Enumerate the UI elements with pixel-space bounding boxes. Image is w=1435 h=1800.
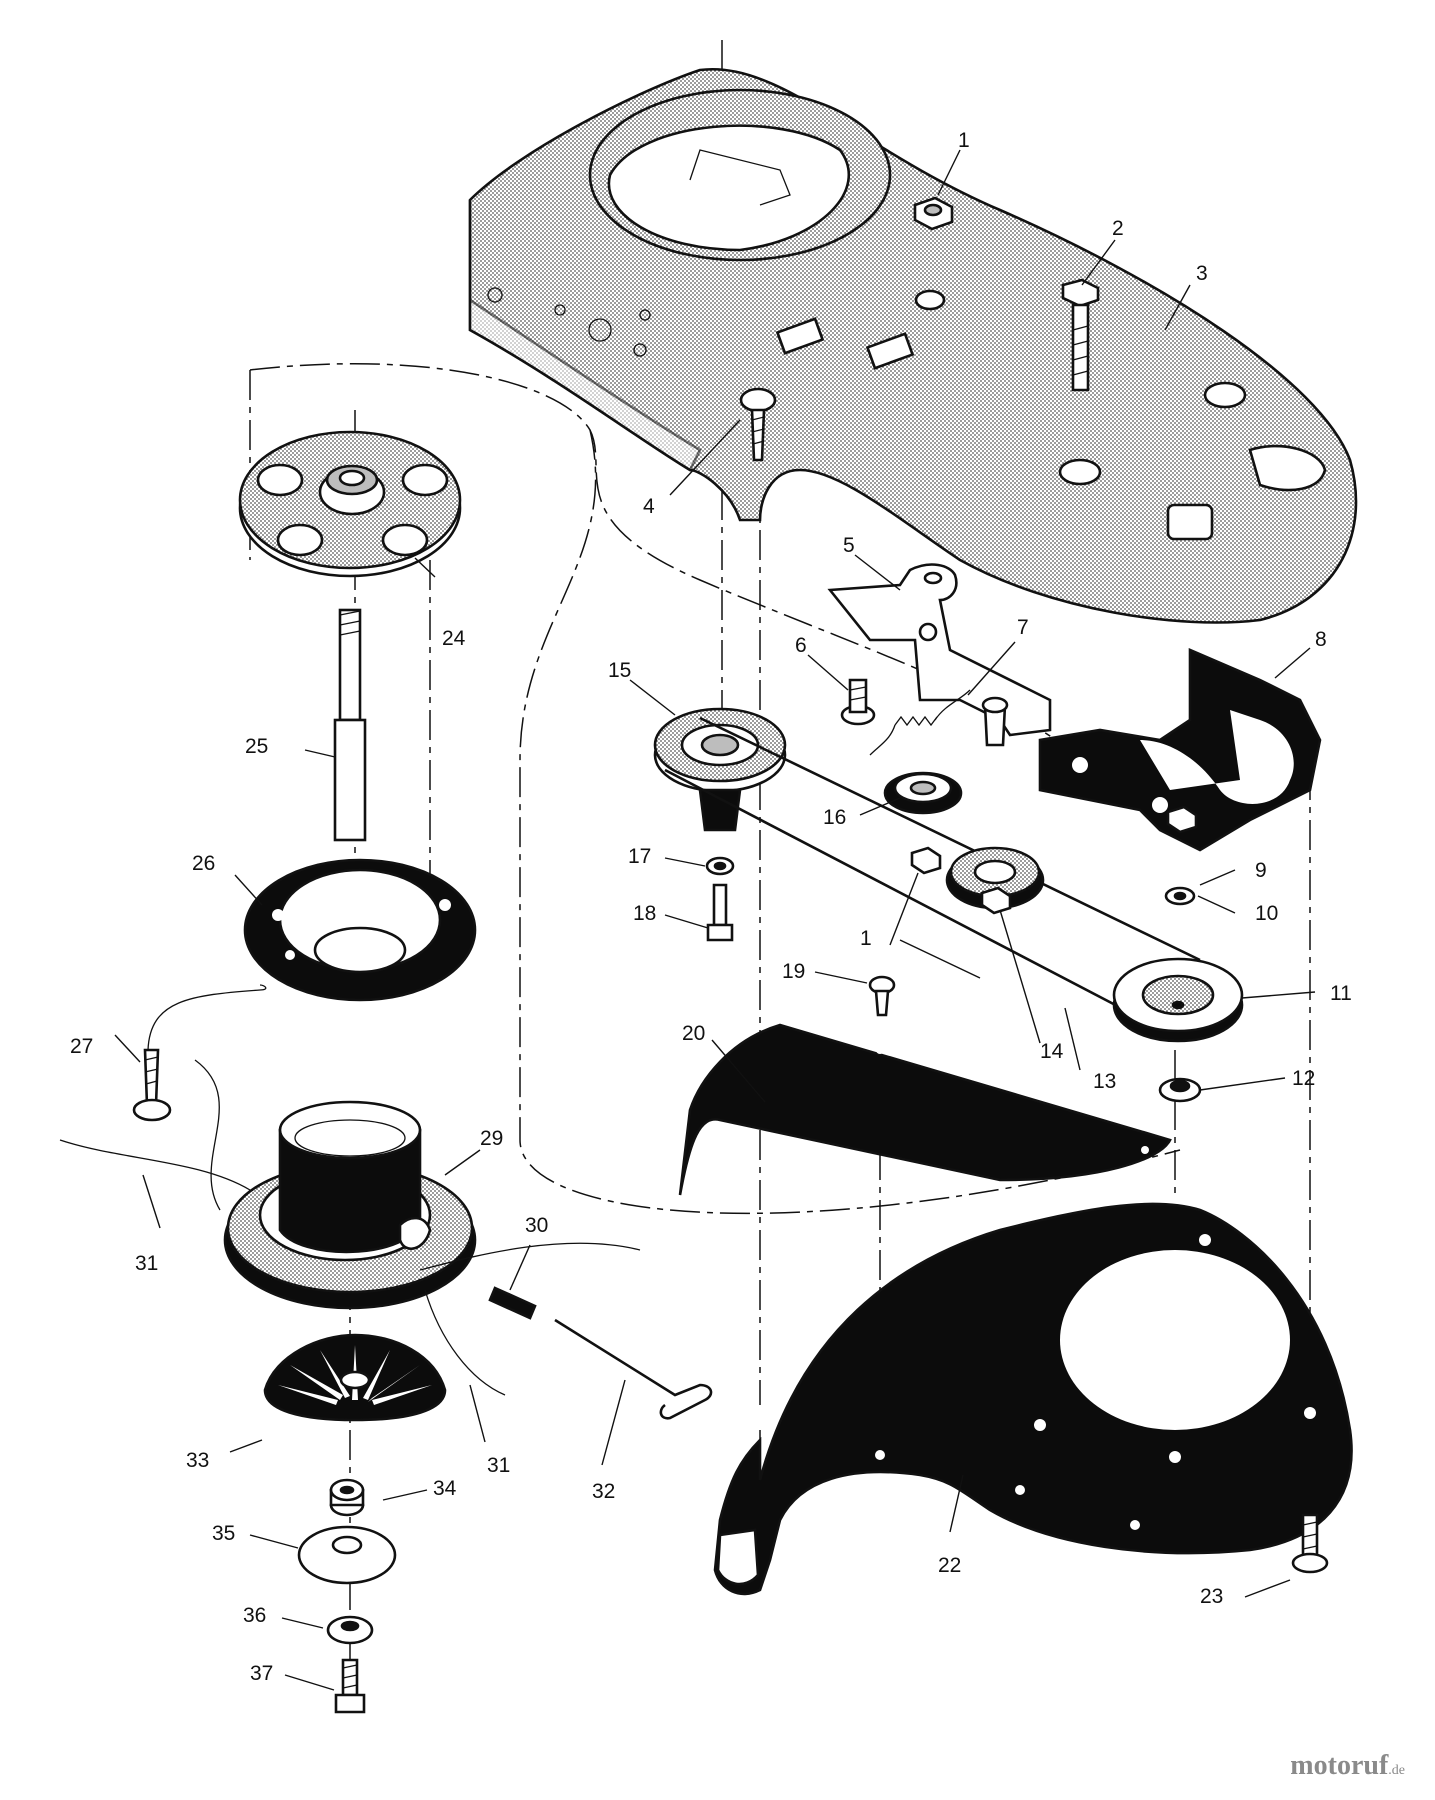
callout-33: 33 [186,1449,209,1472]
part-23-bolt [1291,1513,1329,1574]
part-30-spring [488,1286,537,1320]
callout-35: 35 [212,1522,235,1545]
callout-1-top: 1 [958,129,970,152]
callout-16: 16 [823,806,846,829]
callout-31-right: 31 [487,1454,510,1477]
part-11-drive-pulley [1112,957,1244,1043]
callout-26: 26 [192,852,215,875]
callout-14: 14 [1040,1040,1064,1063]
callout-2: 2 [1112,217,1124,240]
callout-6: 6 [795,634,807,657]
callout-31-left: 31 [135,1252,158,1275]
callout-17: 17 [628,845,651,868]
callout-8: 8 [1315,628,1327,651]
part-20-shield [678,1023,1172,1196]
callout-7: 7 [1017,616,1029,639]
part-16-idler [883,771,963,815]
callout-4: 4 [643,495,655,518]
callout-24: 24 [442,627,466,650]
callout-12: 12 [1292,1067,1315,1090]
watermark-tld: .de [1388,1763,1405,1778]
part-24-flange [238,430,462,578]
part-35-washer [297,1525,397,1585]
callout-23: 23 [1200,1585,1223,1608]
callout-34: 34 [433,1477,457,1500]
part-22-lower-deck [713,1202,1353,1596]
part-8-guard [1038,648,1322,852]
part-27-screw [132,984,267,1122]
callout-labels: 1 2 3 4 5 6 7 8 15 16 17 18 9 10 1 11 19… [70,129,1352,1685]
callout-36: 36 [243,1604,266,1627]
callout-27: 27 [70,1035,93,1058]
part-1-nut [913,196,954,231]
callout-32: 32 [592,1480,615,1503]
part-36-nut [326,1615,374,1645]
part-6-bolt [840,678,876,726]
part-13-belt [664,716,1201,1012]
watermark-brand: motoruf [1290,1750,1389,1781]
part-15-pulley [653,707,787,832]
callout-15: 15 [608,659,631,682]
callout-29: 29 [480,1127,503,1150]
part-29-trimmer-head [59,1059,641,1396]
part-25-shaft [333,608,367,842]
callout-9: 9 [1255,859,1267,882]
part-14-idler-pulley [945,846,1045,910]
part-4-screw [739,387,777,462]
callout-3: 3 [1196,262,1208,285]
callout-13: 13 [1093,1070,1116,1093]
part-7-spring [869,689,1009,756]
part-26-hub [243,858,477,1002]
callout-10: 10 [1255,902,1278,925]
callout-25: 25 [245,735,268,758]
watermark-logo: motoruf.de [1290,1750,1405,1782]
callout-1-lower: 1 [860,927,872,950]
part-37-bolt [334,1658,366,1714]
part-32-tool [554,1318,713,1420]
callout-37: 37 [250,1662,273,1685]
callout-5: 5 [843,534,855,557]
callout-20: 20 [682,1022,705,1045]
callout-18: 18 [633,902,656,925]
callout-11: 11 [1330,982,1352,1005]
leader-lines [114,149,1316,1691]
part-2-bolt [1061,278,1100,392]
callout-22: 22 [938,1554,961,1577]
callout-30: 30 [525,1214,548,1237]
callout-19: 19 [782,960,805,983]
part-3-upper-housing [468,67,1358,624]
part-33-cover [263,1333,447,1422]
hardware-nuts-washers [705,805,1202,1103]
part-34-nut [329,1478,365,1517]
